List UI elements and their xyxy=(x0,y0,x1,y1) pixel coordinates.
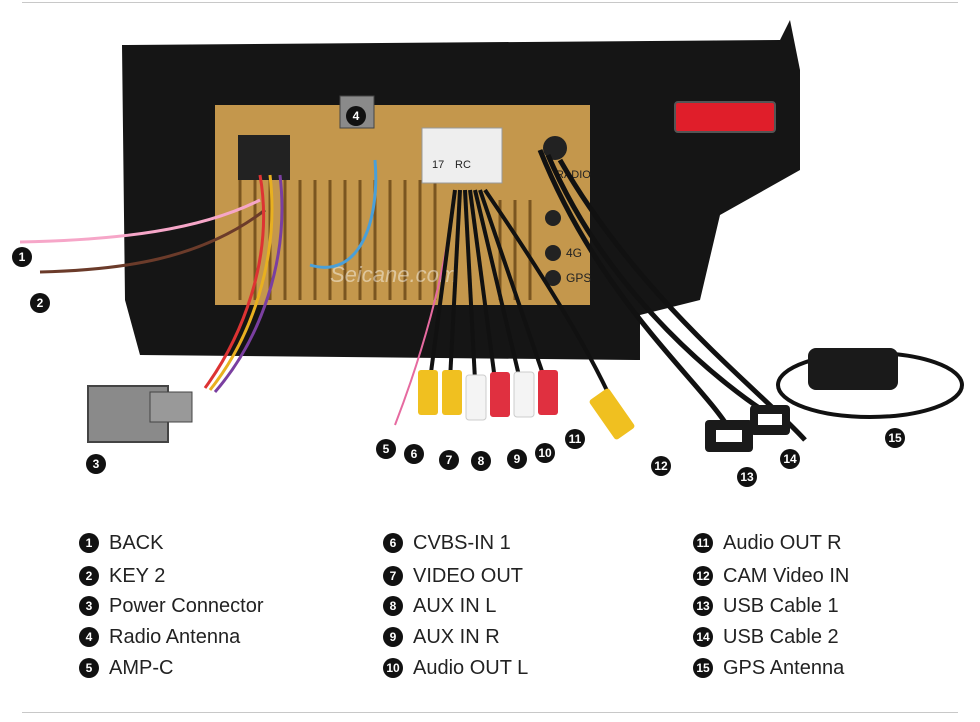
rca-plug-10 xyxy=(513,371,535,418)
legend-item-4: 4 Radio Antenna xyxy=(79,624,240,650)
rca-plug-8 xyxy=(465,374,487,421)
callout-9: 9 xyxy=(507,449,527,469)
rca-plug-6 xyxy=(418,370,438,415)
legend-label-4: Radio Antenna xyxy=(109,625,241,648)
callout-14: 14 xyxy=(780,449,800,469)
rca-plug-11 xyxy=(538,370,558,415)
legend-item-6: 6 CVBS-IN 1 xyxy=(383,530,511,556)
legend-item-7: 7 VIDEO OUT xyxy=(383,563,523,589)
legend-label-2: KEY 2 xyxy=(109,564,166,587)
callout-3: 3 xyxy=(86,454,106,474)
legend-num-1: 1 xyxy=(79,533,99,553)
legend-label-10: Audio OUT L xyxy=(413,656,529,679)
callout-13: 13 xyxy=(737,467,757,487)
legend-item-3: 3 Power Connector xyxy=(79,593,264,619)
legend-item-2: 2 KEY 2 xyxy=(79,563,165,589)
legend-item-8: 8 AUX IN L xyxy=(383,593,496,619)
legend-label-9: AUX IN R xyxy=(413,625,500,648)
legend-item-11: 11 Audio OUT R xyxy=(693,530,842,556)
callout-11: 11 xyxy=(565,429,585,449)
red-reflector xyxy=(674,101,776,133)
legend-num-12: 12 xyxy=(693,566,713,586)
callout-2: 2 xyxy=(30,293,50,313)
legend-item-15: 15 GPS Antenna xyxy=(693,655,844,681)
callout-10: 10 xyxy=(535,443,555,463)
4g-port-label: 4G xyxy=(566,246,582,260)
legend-label-5: AMP-C xyxy=(109,656,174,679)
legend-num-5: 5 xyxy=(79,658,99,678)
legend-item-12: 12 CAM Video IN xyxy=(693,563,849,589)
legend-num-6: 6 xyxy=(383,533,403,553)
callout-4: 4 xyxy=(346,106,366,126)
legend-label-1: BACK xyxy=(109,531,164,554)
bottom-divider xyxy=(22,712,958,713)
legend-label-14: USB Cable 2 xyxy=(723,625,839,648)
head-unit-back-photo: GPS 4G RADIO RC 17 Seicane.com xyxy=(19,20,964,452)
legend-label-15: GPS Antenna xyxy=(723,656,845,679)
legend-num-14: 14 xyxy=(693,627,713,647)
legend-item-10: 10 Audio OUT L xyxy=(383,655,528,681)
legend-num-4: 4 xyxy=(79,627,99,647)
legend-item-14: 14 USB Cable 2 xyxy=(693,624,839,650)
legend-num-10: 10 xyxy=(383,658,403,678)
callout-7: 7 xyxy=(439,450,459,470)
legend-label-7: VIDEO OUT xyxy=(413,564,524,587)
callout-12: 12 xyxy=(651,456,671,476)
legend-item-1: 1 BACK xyxy=(79,530,163,556)
rc-tag-label: RC xyxy=(455,159,471,171)
rca-plug-9 xyxy=(490,372,510,417)
legend-num-8: 8 xyxy=(383,596,403,616)
callout-8: 8 xyxy=(471,451,491,471)
legend-num-3: 3 xyxy=(79,596,99,616)
tag-label-17: 17 xyxy=(432,159,444,171)
legend-label-11: Audio OUT R xyxy=(723,531,842,554)
callout-15: 15 xyxy=(885,428,905,448)
rca-plug-7 xyxy=(442,370,462,415)
legend-label-12: CAM Video IN xyxy=(723,564,850,587)
legend-label-6: CVBS-IN 1 xyxy=(413,531,511,554)
legend-num-9: 9 xyxy=(383,627,403,647)
legend-label-8: AUX IN L xyxy=(413,594,497,617)
watermark: Seicane.com xyxy=(330,262,457,287)
top-divider xyxy=(22,2,958,3)
legend-item-5: 5 AMP-C xyxy=(79,655,173,681)
legend-label-3: Power Connector xyxy=(109,594,264,617)
legend-item-13: 13 USB Cable 1 xyxy=(693,593,839,619)
gps-antenna-puck xyxy=(808,348,898,390)
legend-num-2: 2 xyxy=(79,566,99,586)
cam-video-plug xyxy=(589,388,635,440)
gps-port-label: GPS xyxy=(566,271,591,285)
legend-label-13: USB Cable 1 xyxy=(723,594,839,617)
legend-num-13: 13 xyxy=(693,596,713,616)
callout-6: 6 xyxy=(404,444,424,464)
legend-item-9: 9 AUX IN R xyxy=(383,624,500,650)
callout-1: 1 xyxy=(12,247,32,267)
legend-num-15: 15 xyxy=(693,658,713,678)
legend-num-11: 11 xyxy=(693,533,713,553)
legend-num-7: 7 xyxy=(383,566,403,586)
callout-5: 5 xyxy=(376,439,396,459)
